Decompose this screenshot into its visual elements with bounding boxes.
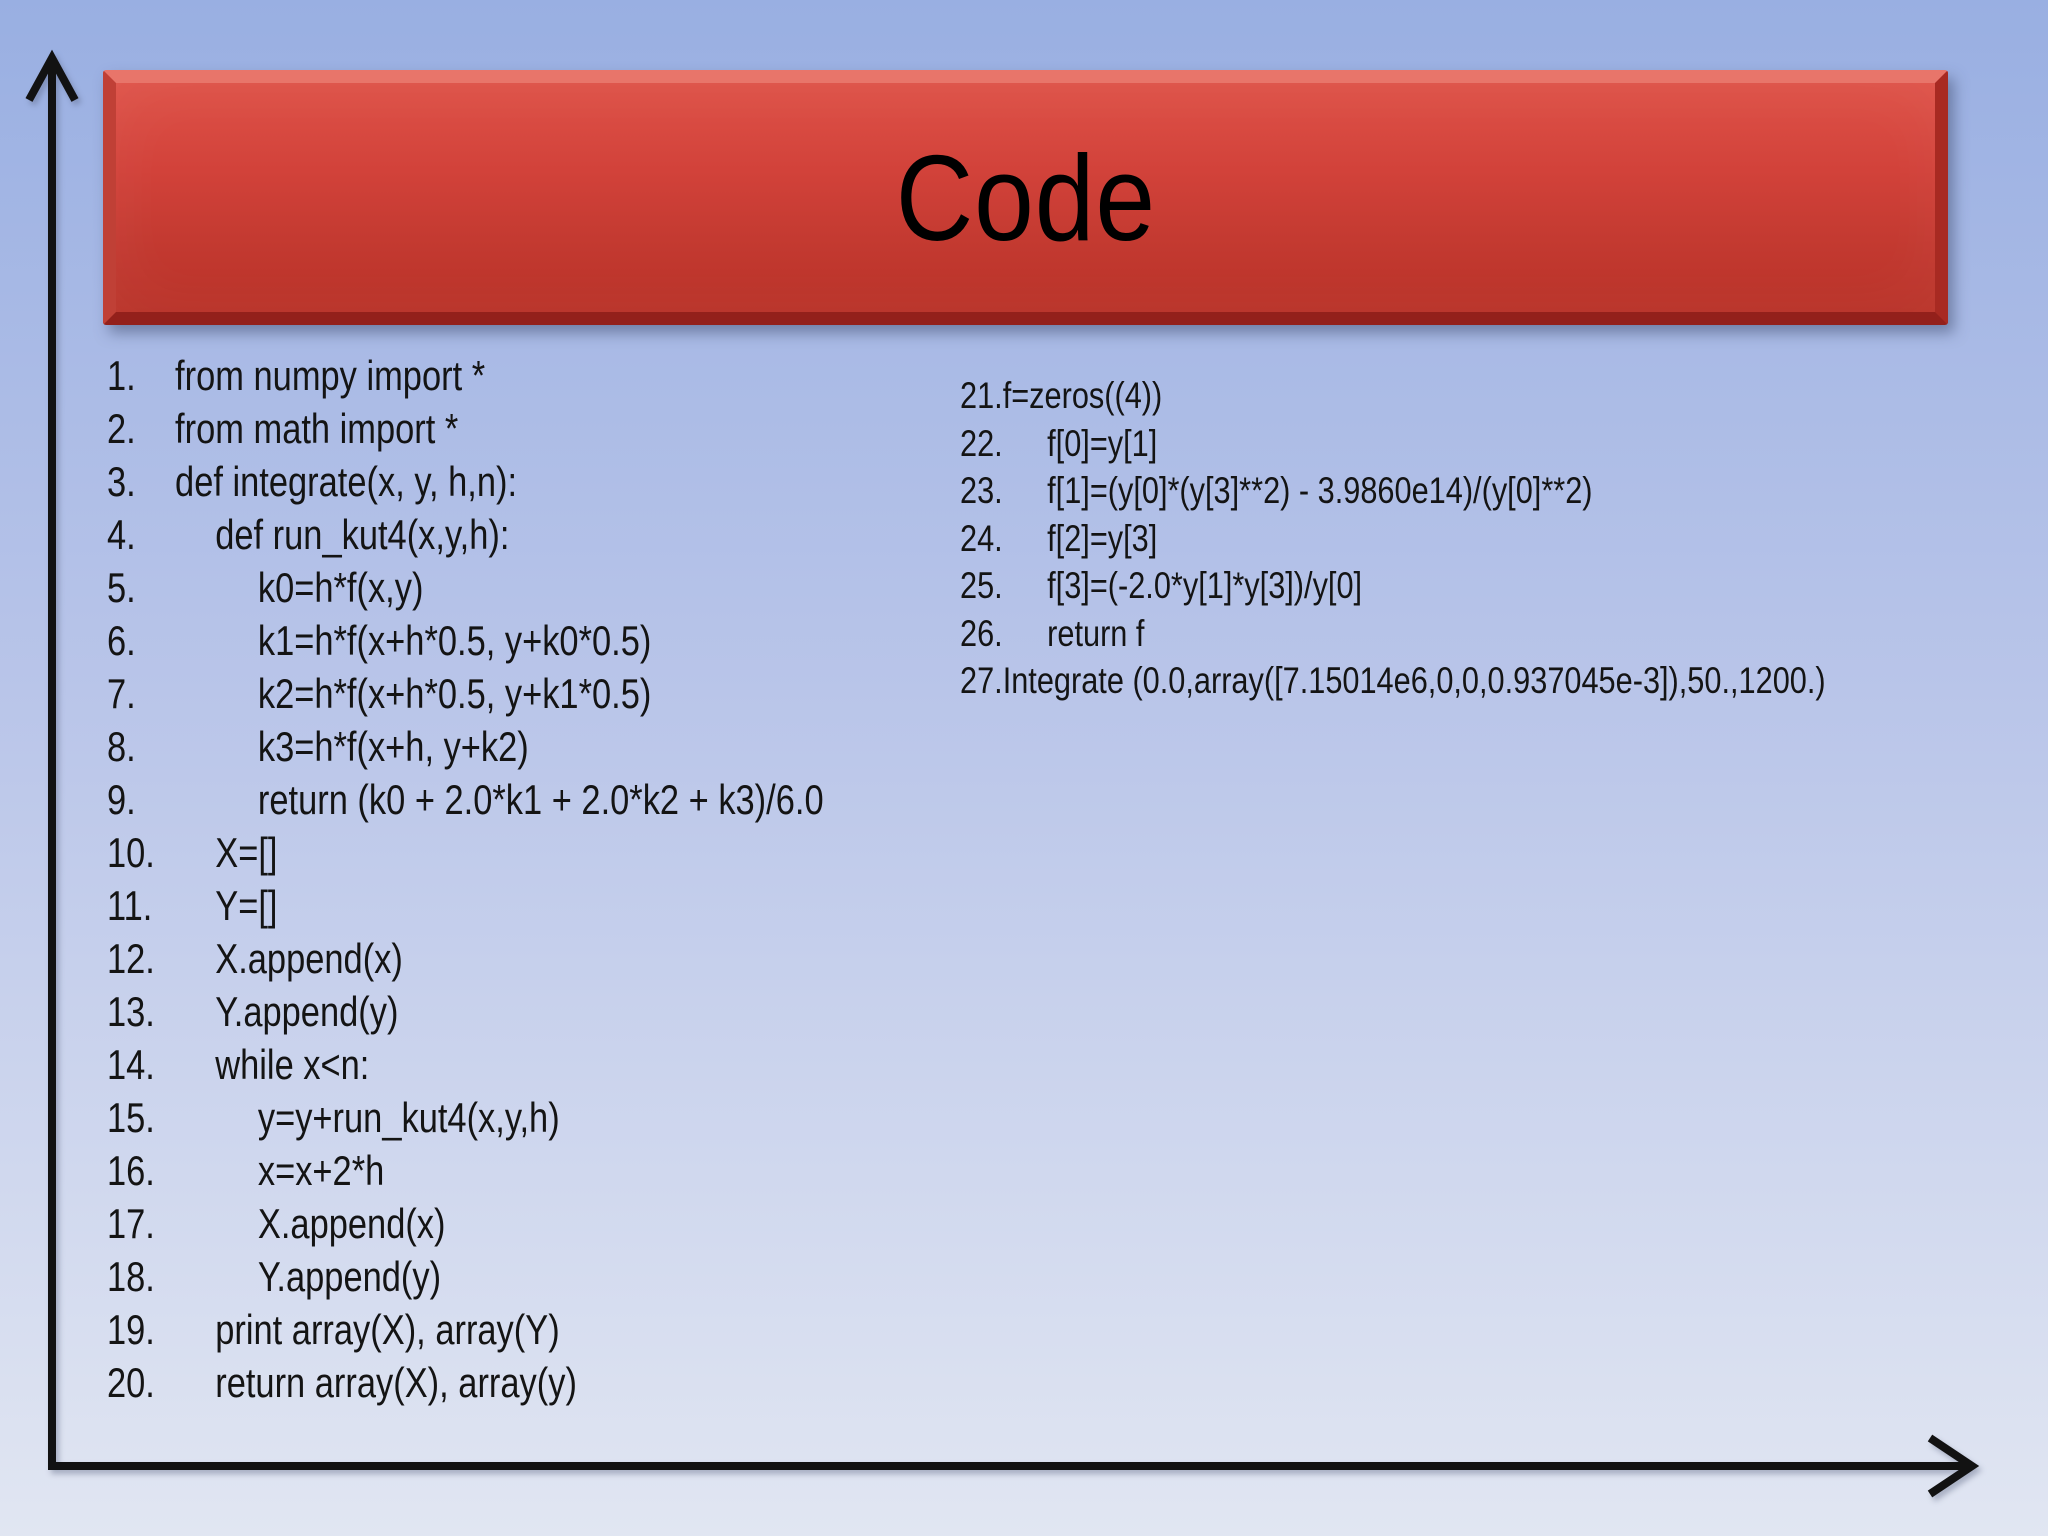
code-line: 26. return f — [960, 610, 1826, 658]
line-number: 15. — [107, 1094, 155, 1141]
code-line: 2. from math import * — [107, 402, 824, 455]
y-axis-arrow-icon — [25, 49, 79, 1466]
code-line: 13. Y.append(y) — [107, 985, 824, 1038]
code-line: 3. def integrate(x, y, h,n): — [107, 455, 824, 508]
line-text: X=[] — [215, 829, 278, 876]
code-line: 14. while x<n: — [107, 1038, 824, 1091]
line-number: 8. — [107, 723, 136, 770]
code-column-left: 1. from numpy import * 2. from math import … — [107, 349, 824, 1409]
code-line: 8. k3=h*f(x+h, y+k2) — [107, 720, 824, 773]
line-text: return array(X), array(y) — [215, 1359, 577, 1406]
slide-title: Code — [895, 129, 1156, 266]
line-text: y=y+run_kut4(x,y,h) — [257, 1094, 560, 1141]
line-number: 7. — [107, 670, 136, 717]
line-text: f[1]=(y[0]*(y[3]**2) - 3.9860e14)/(y[0]*… — [1047, 470, 1593, 511]
line-number: 4. — [107, 511, 136, 558]
code-column-right: 21.f=zeros((4))22.f[0]=y[1]23.f[1]=(y[0]… — [960, 372, 1826, 705]
code-line: 21.f=zeros((4)) — [960, 372, 1826, 420]
line-text: from numpy import * — [175, 352, 486, 399]
line-number: 1. — [107, 352, 136, 399]
code-line: 15. y=y+run_kut4(x,y,h) — [107, 1091, 824, 1144]
code-line: 10. X=[] — [107, 826, 824, 879]
line-text: k2=h*f(x+h*0.5, y+k1*0.5) — [257, 670, 652, 717]
line-number: 26. — [960, 612, 1003, 654]
line-text: X.append(x) — [215, 935, 403, 982]
code-line: 19. print array(X), array(Y) — [107, 1303, 824, 1356]
title-banner: Code — [103, 70, 1948, 325]
code-line: 5. k0=h*f(x,y) — [107, 561, 824, 614]
line-number: 20. — [107, 1359, 155, 1406]
line-number: 22. — [960, 422, 1003, 464]
line-text: f[3]=(-2.0*y[1]*y[3])/y[0] — [1047, 565, 1363, 606]
line-number: 5. — [107, 564, 136, 611]
code-line: 17. X.append(x) — [107, 1197, 824, 1250]
code-line: 24. f[2]=y[3] — [960, 515, 1826, 563]
line-number: 2. — [107, 405, 136, 452]
line-number: 25. — [960, 565, 1003, 606]
line-text: print array(X), array(Y) — [215, 1306, 560, 1353]
code-line: 1. from numpy import * — [107, 349, 824, 402]
line-text: x=x+2*h — [257, 1147, 385, 1194]
line-text: f[2]=y[3] — [1047, 517, 1158, 559]
line-number: 18. — [107, 1253, 155, 1300]
code-line: 20. return array(X), array(y) — [107, 1356, 824, 1409]
line-number: 21. — [960, 375, 1003, 416]
line-number: 12. — [107, 935, 155, 982]
line-number: 27. — [960, 660, 1003, 701]
line-text: X.append(x) — [257, 1200, 446, 1247]
code-line: 18. Y.append(y) — [107, 1250, 824, 1303]
line-number: 13. — [107, 988, 155, 1035]
code-line: 7. k2=h*f(x+h*0.5, y+k1*0.5) — [107, 667, 824, 720]
code-line: 23. f[1]=(y[0]*(y[3]**2) - 3.9860e14)/(y[… — [960, 467, 1826, 515]
code-line: 16. x=x+2*h — [107, 1144, 824, 1197]
line-number: 9. — [107, 776, 136, 823]
line-number: 24. — [960, 517, 1003, 559]
code-line: 22. f[0]=y[1] — [960, 420, 1826, 468]
line-number: 19. — [107, 1306, 155, 1353]
line-text: k0=h*f(x,y) — [257, 564, 424, 611]
line-number: 10. — [107, 829, 155, 876]
line-number: 16. — [107, 1147, 155, 1194]
line-number: 14. — [107, 1041, 155, 1088]
line-text: f[0]=y[1] — [1047, 422, 1158, 464]
line-text: Integrate (0.0,array([7.15014e6,0,0,0.93… — [1002, 660, 1826, 701]
line-number: 3. — [107, 458, 136, 505]
line-text: def run_kut4(x,y,h): — [215, 511, 510, 558]
line-text: Y.append(y) — [257, 1253, 442, 1300]
line-text: def integrate(x, y, h,n): — [175, 458, 518, 505]
line-text: Y=[] — [215, 882, 278, 929]
line-number: 17. — [107, 1200, 155, 1247]
code-line: 4. def run_kut4(x,y,h): — [107, 508, 824, 561]
line-text: k1=h*f(x+h*0.5, y+k0*0.5) — [257, 617, 652, 664]
line-text: return f — [1047, 612, 1145, 654]
code-line: 12. X.append(x) — [107, 932, 824, 985]
line-text: f=zeros((4)) — [1002, 375, 1163, 416]
code-line: 6. k1=h*f(x+h*0.5, y+k0*0.5) — [107, 614, 824, 667]
line-number: 23. — [960, 470, 1003, 511]
code-line: 11. Y=[] — [107, 879, 824, 932]
line-text: while x<n: — [215, 1041, 370, 1088]
line-number: 11. — [107, 882, 153, 929]
code-line: 9. return (k0 + 2.0*k1 + 2.0*k2 + k3)/6.0 — [107, 773, 824, 826]
line-number: 6. — [107, 617, 136, 664]
line-text: from math import * — [175, 405, 459, 452]
line-text: return (k0 + 2.0*k1 + 2.0*k2 + k3)/6.0 — [257, 776, 824, 823]
code-line: 27.Integrate (0.0,array([7.15014e6,0,0,0… — [960, 657, 1826, 705]
code-line: 25. f[3]=(-2.0*y[1]*y[3])/y[0] — [960, 562, 1826, 610]
x-axis-arrow-icon — [48, 1434, 1980, 1498]
line-text: k3=h*f(x+h, y+k2) — [257, 723, 529, 770]
line-text: Y.append(y) — [215, 988, 399, 1035]
